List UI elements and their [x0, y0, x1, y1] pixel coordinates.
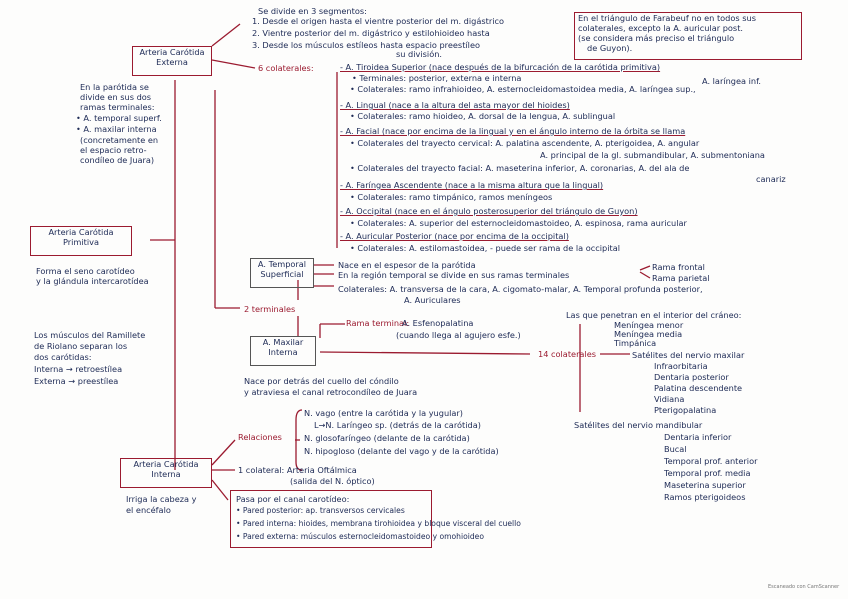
colaterales-label: 6 colaterales:	[258, 63, 314, 73]
external-carotid-title: Arteria Carótida Externa	[139, 47, 205, 67]
auricular-colaterales: • Colaterales: A. estilomastoidea, - pue…	[350, 243, 621, 253]
riolano-line: dos carótidas:	[34, 352, 92, 362]
farabeuf-line-1: En el triángulo de Farabeuf no en todos …	[578, 13, 756, 23]
primitiva-note-1: Forma el seno carotídeo	[36, 266, 135, 276]
esfeno-note: (cuando llega al agujero esfe.)	[396, 330, 521, 340]
occipital-title: - A. Occipital (nace en el ángulo poster…	[340, 206, 638, 216]
facial-title: - A. Facial (nace por encima de la lingu…	[340, 126, 686, 136]
canal-header: Pasa por el canal carotídeo:	[236, 494, 350, 504]
temporal-line-2: En la región temporal se divide en sus r…	[338, 270, 570, 280]
sat-mand-item: Bucal	[664, 444, 687, 454]
craneo-2: Meníngea media	[614, 329, 683, 339]
sat-max-item: Vidiana	[654, 394, 685, 404]
sat-mand-item: Temporal prof. anterior	[664, 456, 758, 466]
segment-3-continued: su división.	[396, 49, 442, 59]
relacion-item: N. glosofaríngeo (delante de la carótida…	[304, 433, 470, 443]
division-header: Se divide en 3 segmentos:	[258, 6, 367, 16]
terminales-label: 2 terminales	[244, 304, 296, 314]
sat-max-header: Satélites del nervio maxilar	[632, 350, 745, 360]
relacion-item: N. vago (entre la carótida y la yugular)	[304, 408, 463, 418]
canal-interna: • Pared interna: hioides, membrana tiroh…	[236, 519, 521, 528]
canal-box	[230, 490, 432, 548]
craneo-header: Las que penetran en el interior del crán…	[566, 310, 742, 320]
common-carotid-box: Arteria Carótida Primitiva	[30, 226, 132, 256]
relaciones-label: Relaciones	[238, 432, 282, 442]
sat-max-item: Infraorbitaria	[654, 361, 708, 371]
interna-colateral: 1 colateral: Arteria Oftálmica	[238, 465, 357, 475]
facial-trayecto-2: canariz	[756, 174, 786, 184]
temporal-term-1: Rama frontal	[652, 262, 705, 272]
farabeuf-line-2: colaterales, excepto la A. auricular pos…	[578, 23, 744, 33]
sat-max-item: Dentaria posterior	[654, 372, 729, 382]
internal-carotid-title: Arteria Carótida Interna	[133, 459, 199, 479]
maxilar-nace-1: Nace por detrás del cuello del cóndilo	[244, 376, 399, 386]
parotid-line: (concretamente en	[80, 135, 159, 145]
maxilar-box: A. Maxilar Interna	[250, 336, 316, 366]
temporal-title: A. Temporal Superficial	[257, 259, 307, 279]
watermark: Escaneado con CamScanner	[768, 584, 840, 590]
tiroidea-colaterales: • Colaterales: ramo infrahioideo, A. est…	[350, 84, 696, 94]
canal-externa: • Pared externa: músculos esternocleidom…	[236, 532, 484, 541]
interna-colateral-note: (salida del N. óptico)	[290, 476, 375, 486]
parotid-line: divide en sus dos	[80, 92, 152, 102]
farabeuf-line-3: (se considera más preciso el triángulo	[578, 33, 735, 43]
auricular-title: - A. Auricular Posterior (nace por encim…	[340, 231, 569, 241]
parotid-line: condíleo de Juara)	[80, 155, 155, 165]
parotid-line: • A. temporal superf.	[76, 113, 162, 123]
sat-mand-item: Dentaria inferior	[664, 432, 732, 442]
sat-mand-header: Satélites del nervio mandibular	[574, 420, 703, 430]
temporal-colaterales: Colaterales: A. transversa de la cara, A…	[338, 284, 703, 294]
segment-3: 3. Desde los músculos estíleos hasta esp…	[252, 40, 480, 50]
common-carotid-title: Arteria Carótida Primitiva	[48, 227, 114, 247]
riolano-line: Externa → preestílea	[34, 376, 119, 386]
relacion-item: N. hipogloso (delante del vago y de la c…	[304, 446, 499, 456]
faringea-colaterales: • Colaterales: ramo timpánico, ramos men…	[350, 192, 553, 202]
tiroidea-title: - A. Tiroidea Superior (nace después de …	[340, 62, 661, 72]
facial-cervical: • Colaterales del trayecto cervical: A. …	[350, 138, 700, 148]
external-carotid-box: Arteria Carótida Externa	[132, 46, 212, 76]
catorce-colaterales: 14 colaterales	[538, 349, 597, 359]
canal-posterior: • Pared posterior: ap. transversos cervi…	[236, 506, 405, 515]
parotid-line: • A. maxilar interna	[76, 124, 157, 134]
sat-mand-item: Temporal prof. media	[664, 468, 751, 478]
sat-mand-item: Maseterina superior	[664, 480, 746, 490]
tiroidea-terminales: • Terminales: posterior, externa e inter…	[352, 73, 522, 83]
riolano-line: Los músculos del Ramillete	[34, 330, 146, 340]
internal-carotid-box: Arteria Carótida Interna	[120, 458, 212, 488]
craneo-3: Timpánica	[614, 338, 657, 348]
facial-trayecto: • Colaterales del trayecto facial: A. ma…	[350, 163, 690, 173]
interna-note-2: el encéfalo	[126, 505, 171, 515]
relacion-item: L→N. Laríngeo sp. (detrás de la carótida…	[314, 420, 481, 430]
sat-max-item: Pterigopalatina	[654, 405, 717, 415]
maxilar-title: A. Maxilar Interna	[262, 337, 304, 357]
sat-mand-item: Ramos pterigoideos	[664, 492, 746, 502]
maxilar-nace-2: y atraviesa el canal retrocondíleo de Ju…	[244, 387, 418, 397]
temporal-line-1: Nace en el espesor de la parótida	[338, 260, 476, 270]
faringea-title: - A. Faríngea Ascendente (nace a la mism…	[340, 180, 604, 190]
segment-1: 1. Desde el origen hasta el vientre post…	[252, 16, 504, 26]
facial-cervical-2: A. principal de la gl. submandibular, A.…	[540, 150, 765, 160]
lingual-title: - A. Lingual (nace a la altura del asta …	[340, 100, 570, 110]
riolano-line: Interna → retroestílea	[34, 364, 123, 374]
riolano-line: de Riolano separan los	[34, 341, 128, 351]
segment-2: 2. Vientre posterior del m. digástrico y…	[252, 28, 490, 38]
temporal-term-2: Rama parietal	[652, 273, 710, 283]
parotid-line: ramas terminales:	[80, 102, 155, 112]
interna-note-1: Irriga la cabeza y	[126, 494, 197, 504]
primitiva-note-2: y la glándula intercarotídea	[36, 276, 149, 286]
farabeuf-note-box: En el triángulo de Farabeuf no en todos …	[574, 12, 802, 60]
craneo-1: Meníngea menor	[614, 320, 684, 330]
temporal-colaterales-2: A. Auriculares	[404, 295, 461, 305]
tiroidea-laringea: A. laríngea inf.	[702, 76, 761, 86]
esfenopalatina: A. Esfenopalatina	[402, 318, 474, 328]
rama-terminal-label: Rama terminal:	[346, 318, 410, 328]
farabeuf-line-4: de Guyon).	[587, 43, 633, 53]
parotid-line: el espacio retro-	[80, 145, 147, 155]
occipital-colaterales: • Colaterales: A. superior del esternocl…	[350, 218, 687, 228]
sat-max-item: Palatina descendente	[654, 383, 743, 393]
lingual-colaterales: • Colaterales: ramo hioideo, A. dorsal d…	[350, 111, 616, 121]
temporal-box: A. Temporal Superficial	[250, 258, 314, 288]
parotid-line: En la parótida se	[80, 82, 149, 92]
